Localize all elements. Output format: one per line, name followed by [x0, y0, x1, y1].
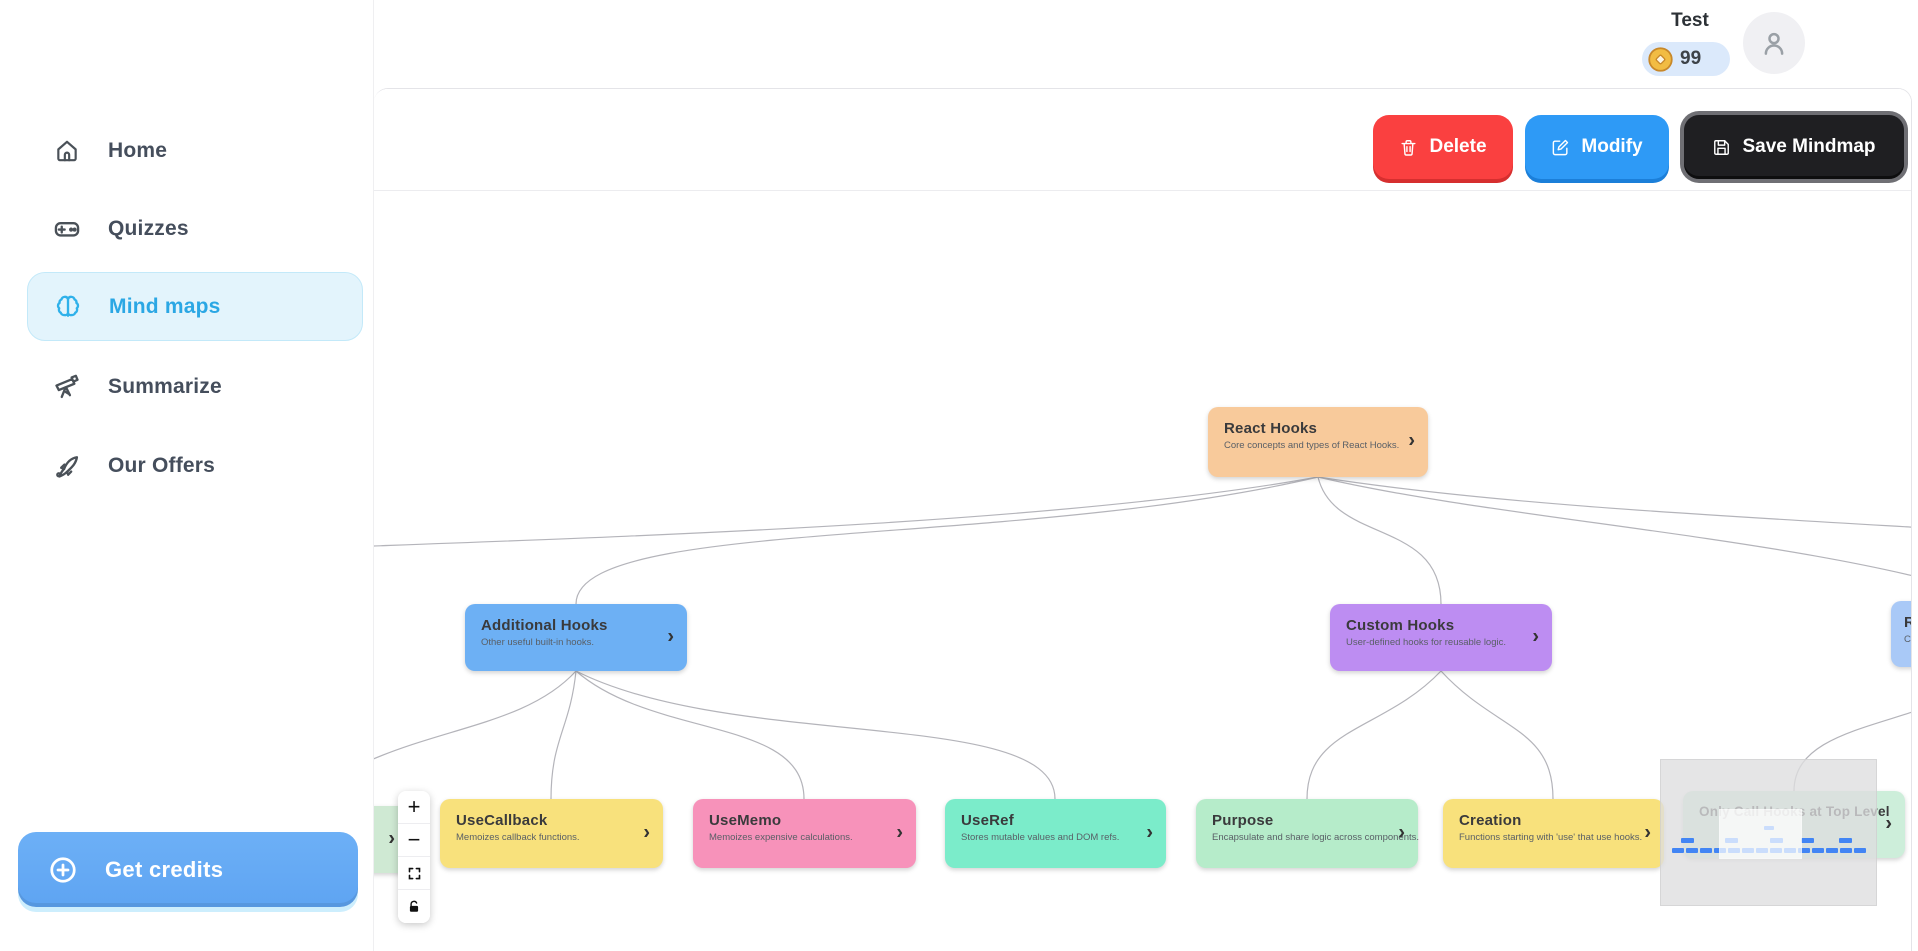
- username: Test: [1671, 10, 1709, 31]
- zoom-in-button[interactable]: +: [398, 791, 430, 824]
- node-subtitle: Core concepts and types of React Hooks.: [1224, 440, 1400, 451]
- home-icon: [53, 137, 81, 165]
- sidebar-item-label: Summarize: [108, 374, 222, 398]
- delete-label: Delete: [1429, 136, 1487, 157]
- node-subtitle: User-defined hooks for reusable logic.: [1346, 637, 1507, 648]
- minimap-node-dash: [1840, 848, 1852, 853]
- minimap[interactable]: [1660, 759, 1877, 906]
- mindmap-node-rules-of-hooks[interactable]: Rules of Hooks Core rules for using hook…: [1891, 601, 1911, 667]
- mindmap-node-useref[interactable]: UseRef Stores mutable values and DOM ref…: [945, 799, 1166, 868]
- lock-icon: [409, 900, 419, 912]
- node-subtitle: Stores mutable values and DOM refs.: [961, 832, 1120, 843]
- chevron-right-icon[interactable]: ›: [1532, 625, 1539, 648]
- node-title: React Hooks: [1224, 420, 1318, 437]
- modify-label: Modify: [1581, 136, 1643, 157]
- node-title: Custom Hooks: [1346, 617, 1455, 634]
- mindmap-panel: › React Hooks Core concepts and types of…: [374, 88, 1912, 951]
- sidebar-item-label: Our Offers: [108, 453, 216, 477]
- save-mindmap-button[interactable]: Save Mindmap: [1680, 111, 1908, 183]
- node-subtitle: Core rules for using hooks.: [1904, 634, 1911, 645]
- minimap-node-dash: [1826, 848, 1838, 853]
- rocket-icon: [53, 452, 81, 480]
- minimap-viewport[interactable]: [1720, 810, 1801, 858]
- chevron-right-icon[interactable]: ›: [896, 821, 903, 844]
- node-title: UseMemo: [709, 812, 782, 829]
- minimap-node-dash: [1672, 848, 1684, 853]
- mindmap-node-purpose[interactable]: Purpose Encapsulate and share logic acro…: [1196, 799, 1420, 868]
- mindmap-node-creation[interactable]: Creation Functions starting with 'use' t…: [1443, 799, 1664, 868]
- chevron-right-icon[interactable]: ›: [1644, 821, 1651, 844]
- person-icon: [1764, 32, 1784, 55]
- sidebar-item-quizzes[interactable]: Quizzes: [27, 194, 363, 263]
- get-credits-label: Get credits: [105, 856, 224, 882]
- minimap-node-dash: [1839, 838, 1852, 843]
- node-subtitle: Encapsulate and share logic across compo…: [1212, 832, 1420, 843]
- chevron-right-icon[interactable]: ›: [1146, 821, 1153, 844]
- coin-icon: [1647, 46, 1674, 73]
- delete-button[interactable]: Delete: [1373, 115, 1513, 179]
- mindmap-node-usecallback[interactable]: UseCallback Memoizes callback functions.…: [440, 799, 663, 868]
- chevron-right-icon[interactable]: ›: [388, 827, 395, 850]
- sidebar-item-label: Home: [108, 138, 168, 162]
- fit-view-icon: [408, 867, 420, 879]
- chevron-right-icon[interactable]: ›: [1885, 812, 1892, 835]
- credits-badge: 99: [1642, 42, 1730, 76]
- node-title: Creation: [1459, 812, 1522, 829]
- save-icon: [1714, 139, 1730, 155]
- save-label: Save Mindmap: [1742, 136, 1876, 157]
- mindmap-node-custom-hooks[interactable]: Custom Hooks User-defined hooks for reus…: [1330, 604, 1552, 671]
- chevron-right-icon[interactable]: ›: [1398, 821, 1405, 844]
- node-subtitle: Memoizes callback functions.: [456, 832, 580, 843]
- lock-button[interactable]: [398, 890, 430, 923]
- save-mindmap-inner[interactable]: Save Mindmap: [1684, 115, 1904, 179]
- plus-icon: +: [407, 794, 421, 819]
- credits-count: 99: [1680, 48, 1702, 69]
- mindmap-canvas[interactable]: › React Hooks Core concepts and types of…: [374, 89, 1911, 951]
- node-title: Additional Hooks: [481, 617, 608, 634]
- canvas-controls: + −: [398, 791, 430, 923]
- minimap-node-dash: [1812, 848, 1824, 853]
- sidebar-item-home[interactable]: Home: [27, 116, 363, 185]
- mindmap-node-usememo[interactable]: UseMemo Memoizes expensive calculations.…: [693, 799, 916, 868]
- minimap-node-dash: [1801, 838, 1814, 843]
- minimap-node-dash: [1686, 848, 1698, 853]
- sidebar-item-label: Mind maps: [109, 294, 221, 318]
- minimap-node-dash: [1854, 848, 1866, 853]
- zoom-out-button[interactable]: −: [398, 824, 430, 857]
- node-title: Purpose: [1212, 812, 1274, 829]
- mindmap-node-additional-hooks[interactable]: Additional Hooks Other useful built-in h…: [465, 604, 687, 671]
- node-subtitle: Functions starting with 'use' that use h…: [1459, 832, 1643, 843]
- sidebar-item-our-offers[interactable]: Our Offers: [27, 431, 363, 500]
- edit-icon: [1553, 139, 1569, 155]
- minus-icon: −: [407, 827, 421, 852]
- chevron-right-icon[interactable]: ›: [643, 821, 650, 844]
- node-title: UseRef: [961, 812, 1014, 829]
- sidebar: Home Quizzes Mind maps Summarize Our Off…: [0, 0, 374, 951]
- telescope-icon: [53, 373, 81, 401]
- get-credits-button[interactable]: Get credits: [18, 832, 358, 907]
- gamepad-icon: [53, 215, 81, 243]
- avatar[interactable]: [1743, 12, 1805, 74]
- brain-icon: [54, 293, 82, 321]
- mindmap-edges: [374, 476, 1911, 800]
- chevron-right-icon[interactable]: ›: [1408, 429, 1415, 452]
- minimap-node-dash: [1798, 848, 1810, 853]
- plus-circle-icon: [48, 855, 78, 885]
- mindmap-node-react-hooks[interactable]: React Hooks Core concepts and types of R…: [1208, 407, 1428, 477]
- trash-icon: [1401, 139, 1417, 156]
- node-subtitle: Other useful built-in hooks.: [481, 637, 595, 648]
- node-subtitle: Memoizes expensive calculations.: [709, 832, 853, 843]
- toolbar: Delete Modify Save Mindmap: [374, 89, 1911, 191]
- sidebar-item-summarize[interactable]: Summarize: [27, 352, 363, 421]
- sidebar-item-mind-maps[interactable]: Mind maps: [27, 272, 363, 341]
- minimap-node-dash: [1681, 838, 1694, 843]
- sidebar-item-label: Quizzes: [108, 216, 189, 240]
- fit-view-button[interactable]: [398, 857, 430, 890]
- chevron-right-icon[interactable]: ›: [667, 625, 674, 648]
- minimap-node-dash: [1700, 848, 1712, 853]
- header-user-area: Test 99: [1620, 0, 1918, 88]
- node-title: UseCallback: [456, 812, 548, 829]
- modify-button[interactable]: Modify: [1525, 115, 1669, 179]
- node-title: Rules of Hooks: [1904, 614, 1911, 631]
